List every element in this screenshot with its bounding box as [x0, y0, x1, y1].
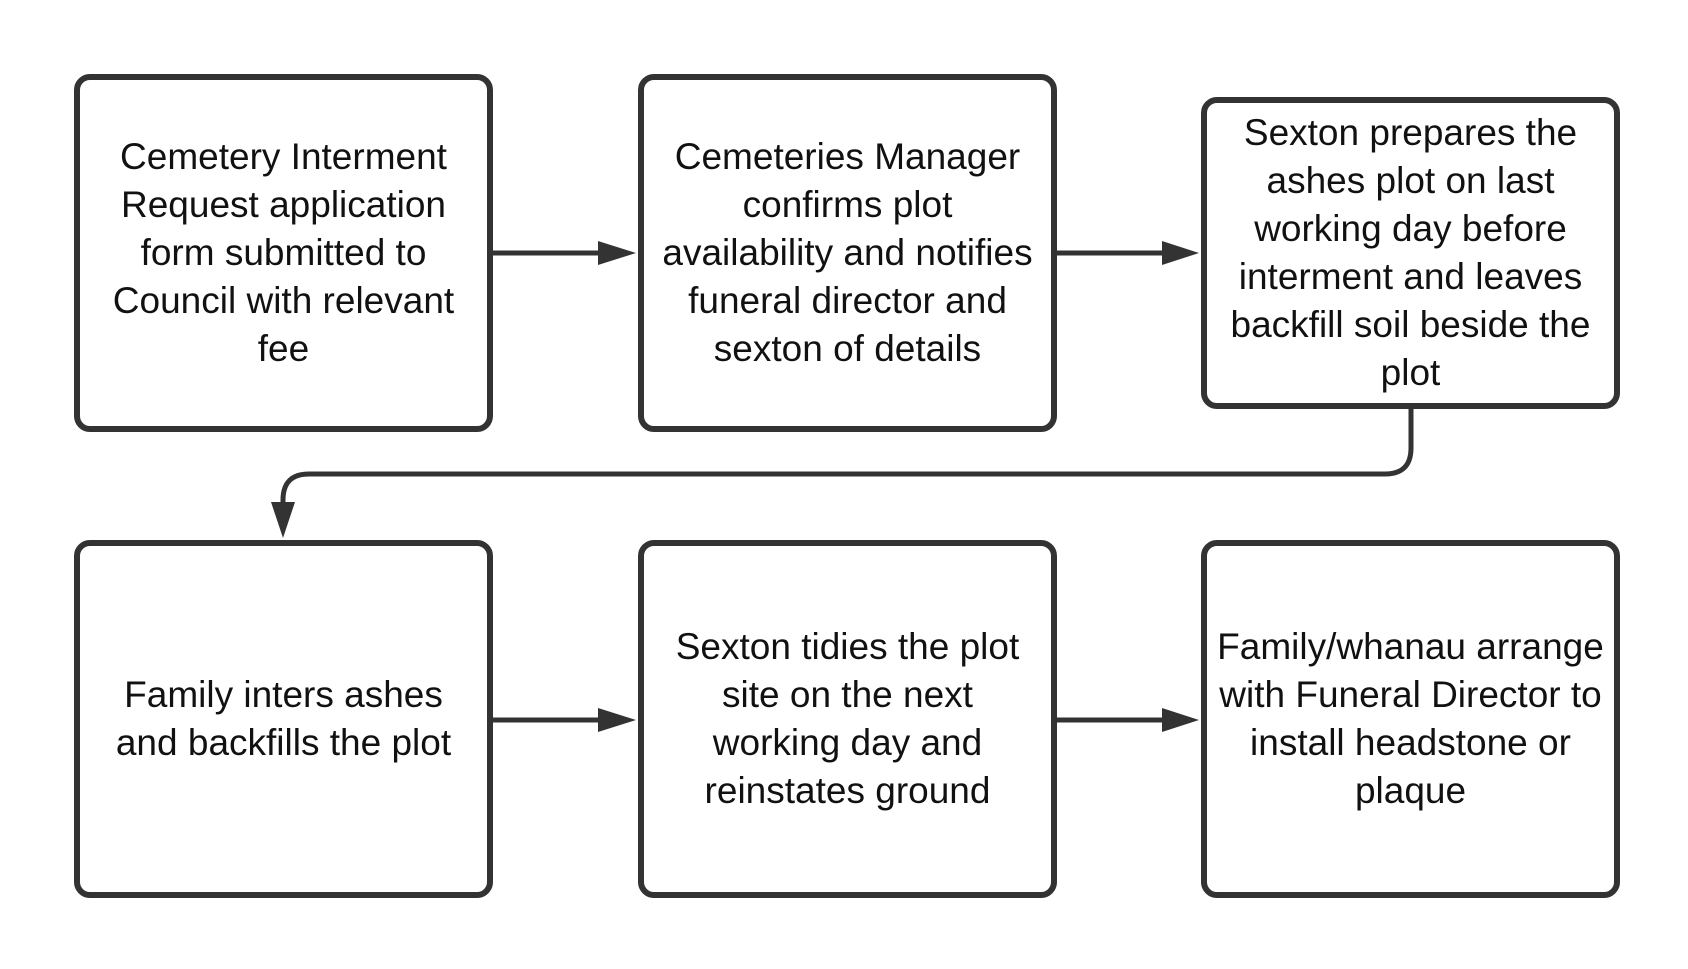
arrow-s1-to-s2 [493, 241, 636, 265]
arrow-s2-to-s3 [1057, 241, 1199, 265]
step-label: Cemeteries Manager confirms plot availab… [662, 136, 1033, 369]
step-box-sexton-tidies: Sexton tidies the plot site on the next … [638, 540, 1057, 898]
step-label: Cemetery Interment Request application f… [112, 136, 455, 369]
step-label: Sexton tidies the plot site on the next … [675, 626, 1020, 811]
arrow-s4-to-s5 [493, 708, 636, 732]
step-label: Family inters ashes and backfills the pl… [115, 674, 452, 763]
step-box-family-inters: Family inters ashes and backfills the pl… [74, 540, 493, 898]
step-label: Family/whanau arrange with Funeral Direc… [1217, 626, 1604, 811]
arrow-s3-to-s4 [271, 409, 1414, 538]
step-box-sexton-prepares: Sexton prepares the ashes plot on last w… [1201, 97, 1620, 409]
arrow-s5-to-s6 [1057, 708, 1199, 732]
step-box-application-submitted: Cemetery Interment Request application f… [74, 74, 493, 432]
step-label: Sexton prepares the ashes plot on last w… [1230, 112, 1591, 393]
step-box-headstone-install: Family/whanau arrange with Funeral Direc… [1201, 540, 1620, 898]
step-box-manager-confirms: Cemeteries Manager confirms plot availab… [638, 74, 1057, 432]
